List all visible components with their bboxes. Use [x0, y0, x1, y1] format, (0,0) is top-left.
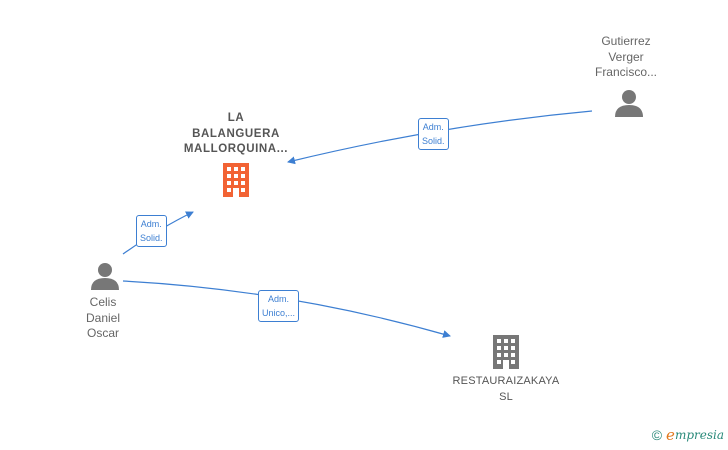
person-celis-label[interactable]: Celis Daniel Oscar: [63, 295, 143, 342]
copyright-symbol: ©: [651, 427, 663, 443]
company-main-label[interactable]: LA BALANGUERA MALLORQUINA...: [170, 111, 302, 158]
edge-label-celis-main-role: Adm.: [140, 219, 162, 229]
edge-label-celis-main-type: Solid.: [140, 233, 163, 243]
person-celis-line-1: Celis: [89, 295, 117, 309]
edge-label-celis-second-role: Adm.: [268, 294, 290, 304]
company-second-line-2: SL: [499, 390, 513, 403]
building-icon[interactable]: [490, 335, 522, 369]
edge-label-gutierrez-type: Solid.: [422, 136, 445, 146]
person-gutierrez-line-2: Verger: [608, 49, 644, 64]
edge-label-gutierrez-role: Adm.: [422, 122, 444, 132]
person-gutierrez-line-1: Gutierrez: [601, 34, 651, 48]
brand-footer: © e mpresia: [652, 426, 724, 444]
building-icon[interactable]: [220, 163, 252, 197]
edge-label-celis-main[interactable]: Adm. Solid.: [136, 215, 167, 247]
edge-label-celis-second[interactable]: Adm. Unico,...: [258, 290, 300, 322]
company-main-line-1: LA: [227, 112, 245, 124]
company-main-line-3: MALLORQUINA...: [183, 143, 289, 155]
edge-label-celis-second-type: Unico,...: [262, 308, 296, 318]
person-celis-line-3: Oscar: [86, 326, 119, 340]
edge-label-gutierrez[interactable]: Adm. Solid.: [418, 118, 449, 150]
person-gutierrez-label[interactable]: Gutierrez Verger Francisco...: [576, 34, 676, 81]
brand-logo-text: mpresia: [674, 428, 724, 442]
person-gutierrez-line-3: Francisco...: [594, 65, 657, 79]
person-icon[interactable]: [90, 261, 120, 291]
person-celis-line-2: Daniel: [85, 310, 121, 325]
company-second-label[interactable]: RESTAURAIZAKAYA SL: [436, 374, 576, 405]
company-main-line-2: BALANGUERA: [192, 127, 280, 140]
company-second-line-1: RESTAURAIZAKAYA: [452, 375, 560, 387]
brand-logo-initial: e: [666, 426, 675, 444]
person-icon[interactable]: [614, 88, 644, 118]
